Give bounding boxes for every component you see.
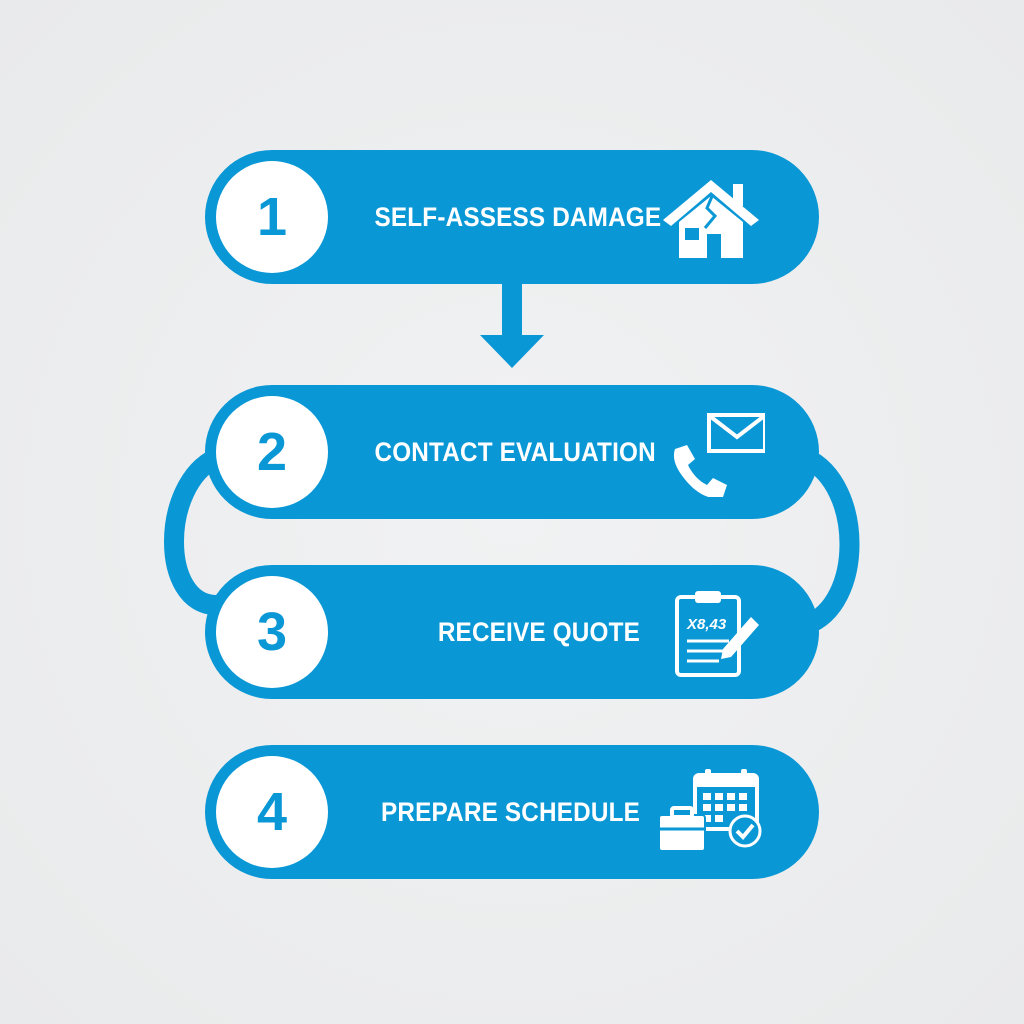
arrow-shaft: [502, 282, 522, 336]
step-number: 2: [216, 396, 328, 508]
clipboard-quote-icon: X8,43: [675, 591, 759, 677]
step-label: CONTACT EVALUATION: [374, 437, 656, 467]
loop-connector-right: [796, 448, 860, 635]
step-4: 4 PREPARE SCHEDULE: [205, 745, 819, 879]
arrow-down-icon: [480, 335, 544, 368]
phone-mail-icon: [674, 413, 765, 497]
quote-amount: X8,43: [686, 616, 727, 633]
step-1: 1 SELF-ASSESS DAMAGE: [205, 150, 819, 284]
damaged-house-icon: [663, 180, 759, 258]
step-number: 1: [216, 161, 328, 273]
step-label: SELF-ASSESS DAMAGE: [374, 202, 662, 232]
step-label: PREPARE SCHEDULE: [381, 797, 640, 827]
loop-connector-left: [164, 448, 226, 615]
step-2: 2 CONTACT EVALUATION: [205, 385, 819, 519]
calendar-toolbox-icon: [658, 769, 762, 852]
step-number: 4: [216, 756, 328, 868]
step-label: RECEIVE QUOTE: [437, 617, 640, 647]
step-3: 3 RECEIVE QUOTE X8,43: [205, 565, 819, 699]
step-number: 3: [216, 576, 328, 688]
